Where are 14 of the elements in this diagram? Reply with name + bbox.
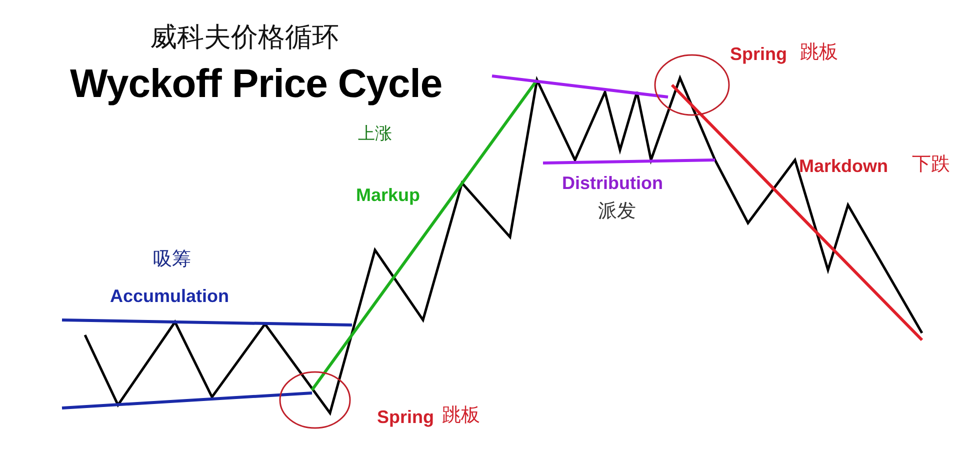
chart-title: 威科夫价格循环 <box>150 24 339 51</box>
phase-label: Distribution <box>562 174 663 192</box>
phase-label: 吸筹 <box>153 250 191 269</box>
phase-label: Markdown <box>799 157 888 175</box>
phase-label: Accumulation <box>110 287 230 305</box>
phase-label: 派发 <box>598 202 636 221</box>
phase-label: 上涨 <box>358 126 392 143</box>
chart-title: Wyckoff Price Cycle <box>70 64 442 104</box>
phase-label: 下跌 <box>912 155 950 174</box>
phase-label: Spring <box>730 45 787 63</box>
phase-label: 跳板 <box>800 43 838 62</box>
phase-label: Markup <box>356 186 420 204</box>
phase-label: Spring <box>377 408 434 426</box>
phase-label: 跳板 <box>442 406 480 425</box>
